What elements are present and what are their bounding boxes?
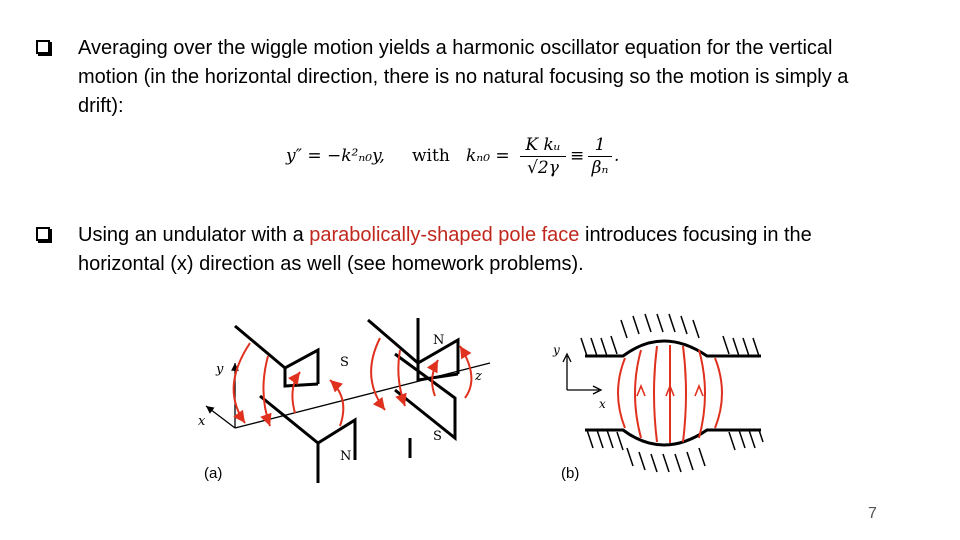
pole-lower-left	[259, 394, 357, 460]
fig-b-axis-x-label: x	[599, 397, 606, 411]
fig-a-axis-z-label: z	[474, 369, 482, 384]
equation-lhs: y″ = −k²ₙ₀y,	[286, 146, 385, 166]
pole-label-n-top: N	[433, 333, 444, 348]
fraction-2-denominator: βₙ	[591, 158, 609, 178]
equation-fraction-1: K kᵤ √2γ	[520, 134, 566, 179]
figure-a-label: (a)	[204, 465, 222, 482]
pole-upper-left-face	[283, 368, 319, 388]
checkbox-bullet-icon	[36, 227, 50, 241]
page-number: 7	[868, 505, 877, 522]
fig-a-axis-y-label: y	[215, 362, 224, 377]
pole-upper-left	[234, 324, 320, 384]
bullet-item-1: Averaging over the wiggle motion yields …	[36, 34, 916, 121]
checkbox-bullet-icon	[36, 40, 50, 54]
fig-b-axis-y-label: y	[552, 343, 560, 357]
z-axis-line	[234, 362, 491, 429]
pole-label-s-bottom: S	[433, 429, 442, 444]
bullet-2-highlight: parabolically-shaped pole face	[309, 224, 580, 246]
pole-upper-right-face	[416, 363, 459, 382]
equation-period: .	[614, 146, 620, 166]
figure-b-pole-faces	[585, 339, 761, 447]
x-axis-line	[205, 405, 236, 429]
fraction-1-denominator: √2γ	[527, 158, 559, 178]
bullet-2-text-after: introduces focusing in the horizontal (x…	[78, 224, 812, 275]
figure-a-undulator-diagram: y x z N S N S (a)	[198, 318, 491, 483]
equation-fraction-2: 1 βₙ	[588, 134, 612, 179]
pole-lower-right	[394, 352, 457, 442]
figure-b-parabolic-pole-diagram: y x (b)	[552, 313, 764, 482]
equation-with: with	[412, 146, 450, 166]
figure-b-label: (b)	[561, 465, 579, 482]
oscillator-equation: y″ = −k²ₙ₀y, with kₙ₀ = K kᵤ √2γ ≡ 1 βₙ …	[286, 130, 626, 190]
pole-label-n-bottom: N	[340, 449, 351, 464]
figure-b-axes	[562, 352, 603, 395]
figure-a-poles	[234, 318, 460, 483]
figure-b-hatching	[580, 313, 764, 473]
figure-a-axes	[205, 362, 491, 429]
bullet-2-text-before: Using an undulator with a	[78, 224, 310, 246]
equation-equiv: ≡	[570, 146, 585, 166]
pole-label-s-top: S	[340, 355, 349, 370]
figure-b-field-lines	[617, 345, 723, 443]
fig-a-axis-x-label: x	[198, 414, 206, 429]
bullet-text-2: Using an undulator with a parabolically-…	[78, 221, 888, 279]
equation-k-definition: kₙ₀ =	[466, 146, 510, 166]
fraction-1-numerator: K kᵤ	[520, 134, 566, 157]
fraction-2-numerator: 1	[588, 134, 612, 157]
bullet-item-2: Using an undulator with a parabolically-…	[36, 221, 916, 279]
pole-upper-right	[367, 318, 460, 374]
figure-a-field-lines	[232, 337, 473, 427]
bullet-text-1: Averaging over the wiggle motion yields …	[78, 37, 849, 117]
